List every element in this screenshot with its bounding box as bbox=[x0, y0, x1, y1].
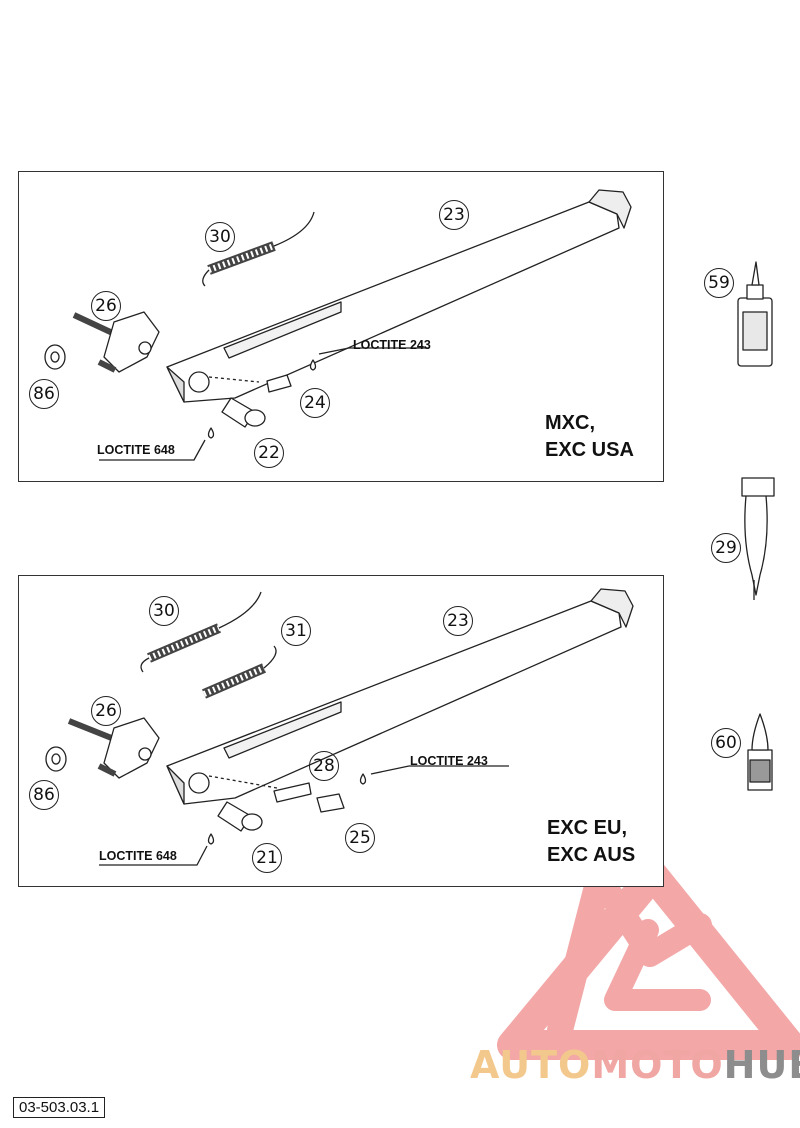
callout-86: 86 bbox=[29, 780, 59, 810]
brand-auto: AUTO bbox=[470, 1043, 592, 1087]
callout-26: 26 bbox=[91, 291, 121, 321]
brand-moto: MOTO bbox=[591, 1043, 724, 1087]
callout-21: 21 bbox=[252, 843, 282, 873]
callout-26: 26 bbox=[91, 696, 121, 726]
callout-25: 25 bbox=[345, 823, 375, 853]
callout-22: 22 bbox=[254, 438, 284, 468]
variant-label: EXC EU, EXC AUS bbox=[547, 815, 635, 869]
top-variant-panel: 23 30 26 86 24 22 LOCTITE 243 LOCTITE 64… bbox=[18, 171, 664, 482]
loctite-648-label: LOCTITE 648 bbox=[97, 443, 175, 457]
callout-23: 23 bbox=[439, 200, 469, 230]
variant-line-1: EXC EU, bbox=[547, 817, 628, 839]
loctite-648-label: LOCTITE 648 bbox=[99, 849, 177, 863]
brand-hub: HUB bbox=[723, 1043, 800, 1087]
watermark-brand: AUTOMOTOHUB bbox=[470, 1043, 800, 1087]
variant-line-2: EXC AUS bbox=[547, 844, 636, 866]
variant-label: MXC, EXC USA bbox=[545, 410, 634, 464]
variant-line-1: MXC, bbox=[545, 412, 595, 434]
callout-59: 59 bbox=[704, 268, 734, 298]
loctite-243-label: LOCTITE 243 bbox=[410, 754, 488, 768]
callout-24: 24 bbox=[300, 388, 330, 418]
callout-30: 30 bbox=[205, 222, 235, 252]
callout-31: 31 bbox=[281, 616, 311, 646]
callout-28: 28 bbox=[309, 751, 339, 781]
callout-86: 86 bbox=[29, 379, 59, 409]
top-sidestand-drawing bbox=[44, 189, 632, 461]
variant-line-2: EXC USA bbox=[545, 439, 634, 461]
callout-60: 60 bbox=[711, 728, 741, 758]
callout-23: 23 bbox=[443, 606, 473, 636]
loctite-243-label: LOCTITE 243 bbox=[353, 338, 431, 352]
callout-29: 29 bbox=[711, 533, 741, 563]
bottom-sidestand-drawing bbox=[45, 588, 634, 866]
diagram-code: 03-503.03.1 bbox=[13, 1097, 106, 1118]
bottom-variant-panel: 30 31 23 26 28 86 25 21 LOCTITE 243 LOCT… bbox=[18, 575, 664, 887]
callout-30: 30 bbox=[149, 596, 179, 626]
